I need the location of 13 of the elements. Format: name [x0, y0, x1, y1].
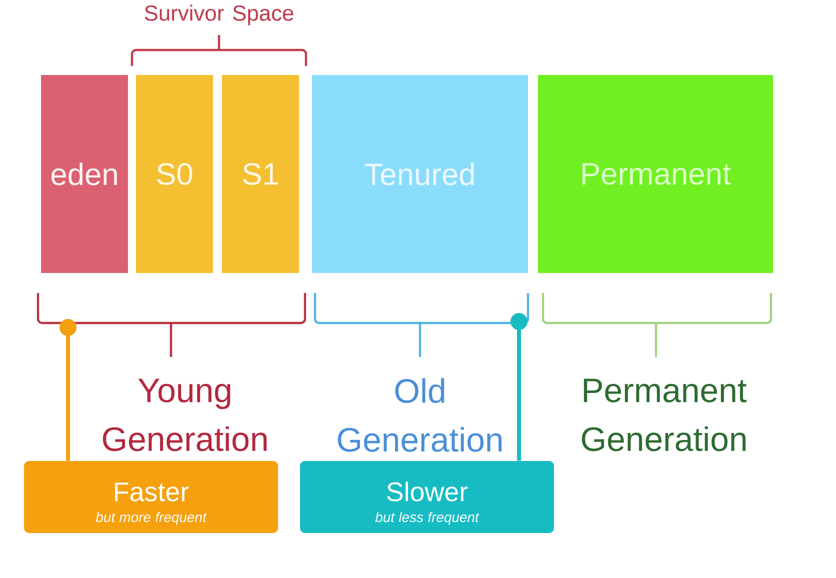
- memory-block: Tenured: [312, 75, 528, 273]
- summary-box: Faster but more frequent: [24, 461, 278, 533]
- memory-block: eden: [41, 75, 128, 273]
- summary-box: Slower but less frequent: [300, 461, 554, 533]
- group-label: Survivor Space: [144, 4, 294, 26]
- memory-block: S0: [136, 75, 213, 273]
- group-label: Permanent Generation: [582, 378, 747, 452]
- group-label: Old Generation: [338, 378, 502, 452]
- leader-line: [510, 313, 528, 461]
- group-label: Young Generation: [102, 378, 267, 452]
- memory-block: Permanent: [538, 75, 773, 273]
- leader-line: [60, 319, 76, 461]
- memory-block: S1: [222, 75, 299, 273]
